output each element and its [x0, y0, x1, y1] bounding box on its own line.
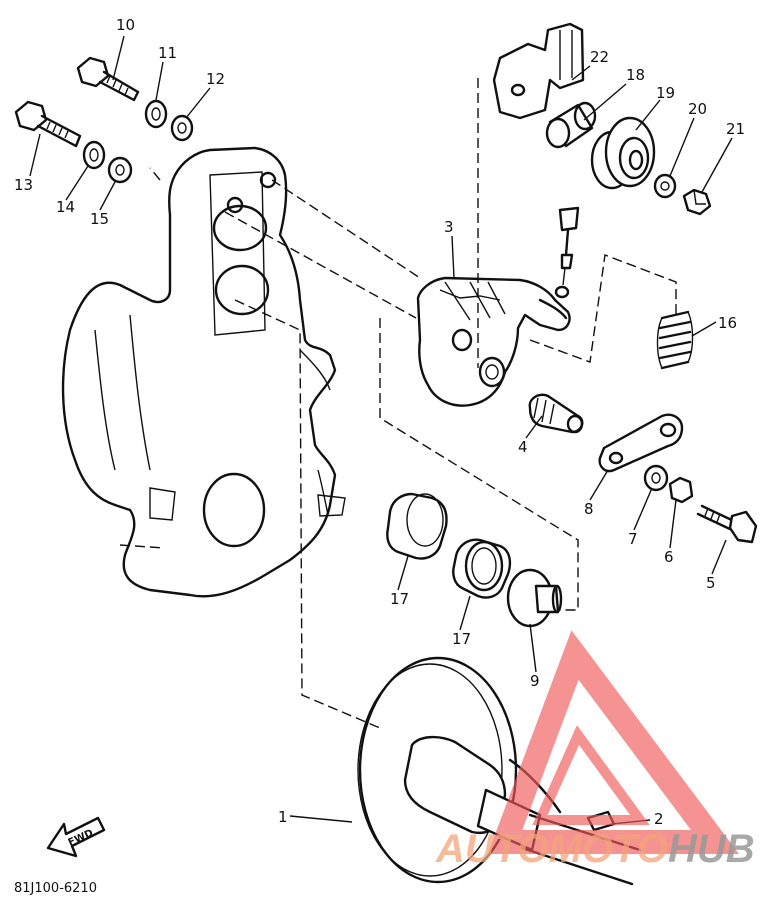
callout-16: 16 [718, 314, 737, 332]
callout-5: 5 [706, 574, 716, 592]
callout-12: 12 [206, 70, 225, 88]
nut-21 [682, 188, 712, 216]
watermark-text-part2: HUB [668, 827, 755, 871]
bushing-17-lower [452, 538, 512, 599]
bushing-17-upper [386, 492, 448, 560]
washer-14 [82, 140, 106, 170]
washer-11 [144, 99, 168, 129]
callout-18: 18 [626, 66, 645, 84]
forward-arrow-icon: FWD [46, 816, 106, 858]
callout-14: 14 [56, 198, 75, 216]
diagram-code: 81J100-6210 [14, 881, 97, 896]
callout-19: 19 [656, 84, 675, 102]
callout-11: 11 [158, 44, 177, 62]
callout-7: 7 [628, 530, 638, 548]
washer-15 [107, 156, 133, 184]
callout-4: 4 [518, 438, 528, 456]
callout-6: 6 [664, 548, 674, 566]
logo-triangle-inner [532, 725, 650, 825]
collar-9 [506, 568, 563, 628]
callout-8: 8 [584, 500, 594, 518]
callout-21: 21 [726, 120, 745, 138]
washer-20 [653, 173, 677, 199]
watermark-logo [487, 630, 739, 854]
callout-labels: 10 11 12 13 14 15 3 4 5 6 7 8 9 16 17 17… [14, 16, 745, 828]
callout-9: 9 [530, 672, 540, 690]
watermark-text-part1: AUTOMOTO [435, 827, 668, 871]
collar-18 [545, 101, 597, 149]
logo-triangle-outer [487, 630, 739, 854]
bracket-plate [61, 146, 346, 598]
pulley-19 [590, 116, 656, 190]
callout-20: 20 [688, 100, 707, 118]
callout-17-upper: 17 [390, 590, 409, 608]
callout-22: 22 [590, 48, 609, 66]
callout-10: 10 [116, 16, 135, 34]
bracket-22 [492, 22, 585, 120]
callout-15: 15 [90, 210, 109, 228]
spring-16 [656, 310, 694, 370]
bolt-13 [14, 100, 82, 148]
callout-13: 13 [14, 176, 33, 194]
callout-17-lower: 17 [452, 630, 471, 648]
bolt-10 [76, 56, 140, 102]
pin-4 [528, 393, 584, 434]
bolt-5 [696, 504, 758, 544]
link-8 [598, 413, 684, 473]
alignment-lines [119, 78, 677, 729]
washer-12 [170, 114, 194, 142]
callout-2: 2 [654, 810, 664, 828]
cable-end [554, 206, 580, 299]
arm-3 [416, 276, 571, 407]
callout-3: 3 [444, 218, 454, 236]
callout-1: 1 [278, 808, 288, 826]
leader-lines [29, 35, 733, 825]
washer-7 [643, 464, 669, 492]
nut-6 [668, 476, 694, 504]
